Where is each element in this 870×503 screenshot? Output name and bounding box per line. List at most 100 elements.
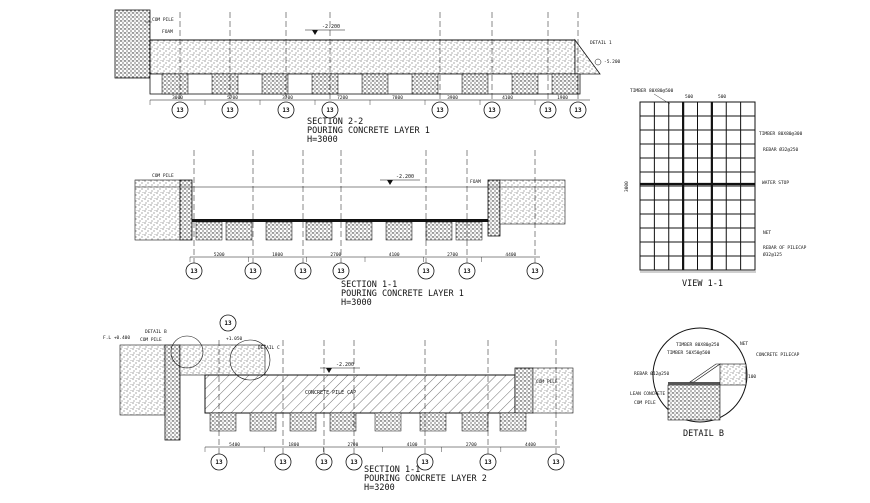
pile-cap-label: CONCRETE PILE CAP xyxy=(305,390,356,396)
com-pile-label: COM PILE xyxy=(634,400,656,406)
dimension-value: 5700 xyxy=(227,95,238,101)
left-soil-upper xyxy=(179,344,266,376)
dimension-value: 2700 xyxy=(330,252,341,258)
dimension-value: 3000 xyxy=(172,95,183,101)
level-marker-icon xyxy=(326,368,332,373)
grid-marker-label: 13 xyxy=(574,107,582,114)
pile-block xyxy=(499,412,527,432)
section-height: H=3000 xyxy=(307,135,338,145)
rebar-label: REBAR Ø12@250 xyxy=(634,370,670,377)
dimension-value: 1800 xyxy=(288,442,299,448)
pile-block xyxy=(195,221,223,241)
pile-block xyxy=(411,73,439,95)
grid-marker-label: 13 xyxy=(436,107,444,114)
dimension-value: 4400 xyxy=(525,442,536,448)
excavation-base xyxy=(192,219,488,222)
pile-block xyxy=(374,412,402,432)
pile-blocks xyxy=(161,73,579,95)
grid-marker-label: 13 xyxy=(226,107,234,114)
pile-block xyxy=(345,221,373,241)
pile-block xyxy=(461,73,489,95)
dimension-value: 4100 xyxy=(389,252,400,258)
grid-marker-label: 13 xyxy=(326,107,334,114)
pile-block xyxy=(455,221,483,241)
pile-block xyxy=(209,412,237,432)
grid-marker-label: 13 xyxy=(224,320,232,327)
dimension-value: 2700 xyxy=(347,442,358,448)
grid-marker-label: 13 xyxy=(320,459,328,466)
grid-marker-label: 13 xyxy=(215,459,223,466)
detail-circle xyxy=(229,339,271,381)
timber-side-label: TIMBER 80X80@300 xyxy=(759,131,803,137)
com-pile-label: COM PILE xyxy=(152,173,174,179)
grid-marker xyxy=(210,453,228,471)
grid-marker xyxy=(547,453,565,471)
grid-marker xyxy=(274,453,292,471)
timber-top-label: TIMBER 80X80@500 xyxy=(630,88,674,94)
pilecap-soil xyxy=(719,363,747,386)
lean-concrete xyxy=(668,382,743,385)
grid-marker-label: 13 xyxy=(422,268,430,275)
pile-block xyxy=(385,221,413,241)
level-marker-icon xyxy=(312,30,318,35)
pile-block xyxy=(425,221,453,241)
concrete-pile-cap xyxy=(204,374,516,414)
pile-block xyxy=(161,73,189,95)
lean-concrete-label: LEAN CONCRETE xyxy=(630,391,666,397)
pile-block xyxy=(311,73,339,95)
timber-brace xyxy=(689,363,721,383)
grid-marker-label: 13 xyxy=(299,268,307,275)
section-subtitle: POURING CONCRETE LAYER 1 xyxy=(307,126,430,136)
com-pile-label: COM PILE xyxy=(140,337,162,343)
pile-block xyxy=(265,221,293,241)
dimension-value: 5400 xyxy=(229,442,240,448)
grid-marker xyxy=(219,314,237,332)
rebar-pilecap-label: REBAR OF PILECAP xyxy=(763,245,807,251)
view-title: VIEW 1-1 xyxy=(682,279,723,289)
left-soil xyxy=(119,344,166,416)
grid-marker-label: 13 xyxy=(421,459,429,466)
pile-block xyxy=(211,73,239,95)
dimension-value: 7200 xyxy=(337,95,348,101)
section-title: SECTION 2-2 xyxy=(307,117,363,127)
grid-marker xyxy=(479,453,497,471)
detail-b-label: DETAIL B xyxy=(145,329,167,335)
dimension-value: 4400 xyxy=(505,252,516,258)
water-stop-label: WATER STOP xyxy=(762,180,789,186)
pile-block xyxy=(289,412,317,432)
section-height: H=3000 xyxy=(341,298,372,308)
grid-marker-label: 13 xyxy=(350,459,358,466)
view-1-1: TIMBER 80X80@500 TIMBER 80X80@300 REBAR … xyxy=(624,88,807,289)
grid-marker xyxy=(171,101,189,119)
grid-marker xyxy=(431,101,449,119)
formwork-grid xyxy=(639,101,756,271)
grid-marker xyxy=(321,101,339,119)
pile-block xyxy=(461,412,489,432)
com-pile-wall xyxy=(114,9,151,79)
grid-marker xyxy=(315,453,333,471)
grid-marker-label: 13 xyxy=(488,107,496,114)
height-dimension: 3000 xyxy=(624,181,630,192)
top-dimension: 500 xyxy=(685,94,693,100)
detail-b: TIMBER 80X80@250 TIMBER 50X50@500 NET CO… xyxy=(630,327,800,439)
right-soil xyxy=(532,367,574,414)
grid-marker xyxy=(244,262,262,280)
dimension-value: 2700 xyxy=(447,252,458,258)
level-label: -2.200 xyxy=(322,24,340,30)
grid-marker xyxy=(294,262,312,280)
grid-marker-label: 13 xyxy=(544,107,552,114)
rebar-label: REBAR Ø32@250 xyxy=(763,146,799,153)
dimension-value: 3900 xyxy=(447,95,458,101)
pile-block xyxy=(305,221,333,241)
pilecap-label: CONCRETE PILECAP xyxy=(756,352,800,358)
pile-block xyxy=(329,412,357,432)
grid-marker xyxy=(526,262,544,280)
grid-marker xyxy=(569,101,587,119)
grid-marker xyxy=(483,101,501,119)
left-pile-wall xyxy=(179,179,193,241)
